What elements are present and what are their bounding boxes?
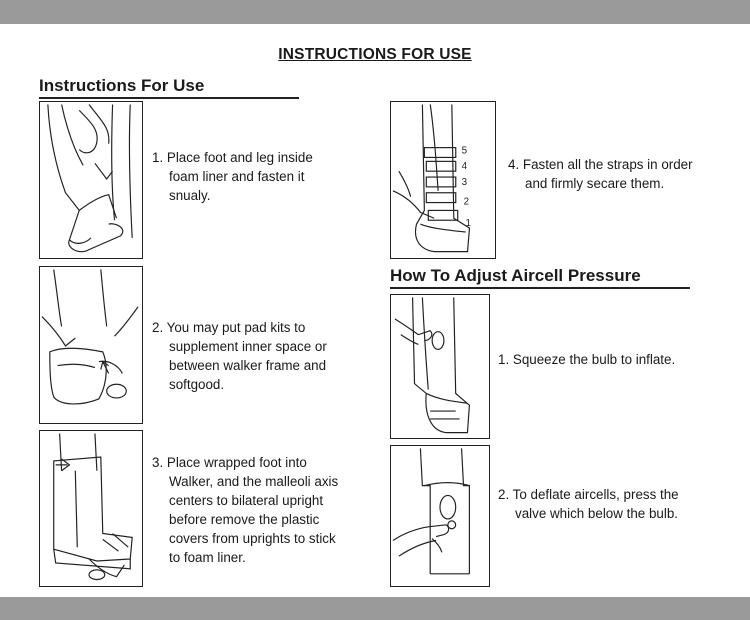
step-2-line-1: 2. You may put pad kits to xyxy=(152,320,306,335)
step-3-line-3: centers to bilateral upright xyxy=(169,493,324,508)
top-bar xyxy=(0,0,750,24)
step-3-line-5: covers from uprights to stick xyxy=(169,531,336,546)
bottom-bar xyxy=(0,597,750,620)
step-4-line-2: and firmly secare them. xyxy=(525,176,665,191)
strap-number-5: 5 xyxy=(462,146,468,157)
adjust-step-2-text: 2. To deflate aircells, press the valve … xyxy=(498,485,679,523)
adjust-step-1-text: 1. Squeeze the bulb to inflate. xyxy=(498,350,675,369)
strap-number-3: 3 xyxy=(462,177,468,188)
strap-number-1: 1 xyxy=(466,218,471,229)
step-3-line-2: Walker, and the malleoli axis xyxy=(169,474,339,489)
step-4-line-1: 4. Fasten all the straps in order xyxy=(508,157,693,172)
step-3-line-6: to foam liner. xyxy=(169,550,246,565)
step-3-line-4: before remove the plastic xyxy=(169,512,320,527)
step-1-line-2: foam liner and fasten it xyxy=(169,169,305,184)
step-3-line-1: 3. Place wrapped foot into xyxy=(152,455,307,470)
page-title: INSTRUCTIONS FOR USE xyxy=(278,46,472,63)
step-2-line-3: between walker frame and xyxy=(169,358,327,373)
adjust-section-title: How To Adjust Aircell Pressure xyxy=(390,266,641,285)
adjust-step-2-line-1: 2. To deflate aircells, press the xyxy=(498,487,679,502)
left-section-title: Instructions For Use xyxy=(39,76,205,95)
strap-number-2: 2 xyxy=(464,197,469,208)
step-3-illustration xyxy=(39,430,143,587)
step-3-text: 3. Place wrapped foot into Walker, and t… xyxy=(152,453,338,567)
step-1-text: 1. Place foot and leg inside foam liner … xyxy=(152,148,313,205)
step-2-line-4: softgood. xyxy=(169,377,225,392)
left-section-rule xyxy=(39,97,299,99)
adjust-section-rule xyxy=(390,287,690,289)
inflate-illustration xyxy=(390,294,490,439)
step-2-line-2: supplement inner space or xyxy=(169,339,327,354)
step-4-illustration: 5 4 3 2 1 xyxy=(390,101,496,259)
adjust-step-2-line-2: valve which below the bulb. xyxy=(515,506,679,521)
step-2-illustration xyxy=(39,266,143,424)
step-1-line-3: snualy. xyxy=(169,188,211,203)
strap-number-4: 4 xyxy=(462,161,468,172)
adjust-step-1-line-1: 1. Squeeze the bulb to inflate. xyxy=(498,352,676,367)
deflate-illustration xyxy=(390,445,490,587)
step-2-text: 2. You may put pad kits to supplement in… xyxy=(152,318,327,394)
step-1-line-1: 1. Place foot and leg inside xyxy=(152,150,313,165)
step-4-text: 4. Fasten all the straps in order and fi… xyxy=(508,155,693,193)
step-1-illustration xyxy=(39,101,143,259)
